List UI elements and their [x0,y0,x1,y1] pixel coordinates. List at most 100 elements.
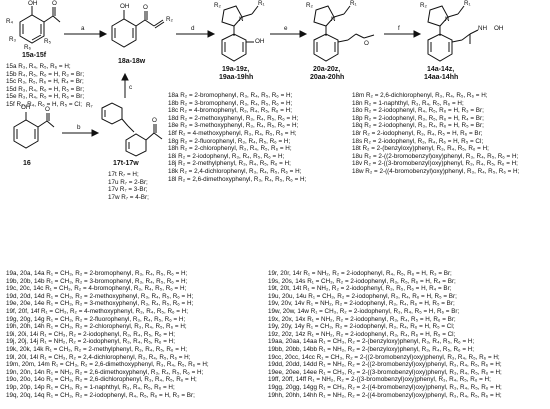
atom-label-o-18: O [143,4,148,11]
list-item: 19m, 20m, 14m R₁ = CH₃, R₂ = 2,6-dimetho… [6,361,209,369]
list-item: 18l R₂ = 2,6-dimethoxyphenyl, R₃, R₄, R₅… [168,175,307,183]
list-item: 19l, 20l, 14l R₁ = CH₃, R₂ = 2,4-dichlor… [6,353,191,361]
list-item: 17u R₇ = 2-Br; [108,178,148,186]
list-item: 19f, 20f, 14f R₁ = CH₃, R₂ = 4-methoxyph… [6,307,189,315]
list-19-left: 19a, 20a, 14a R₁ = CH₃, R₂ = 2-bromophen… [6,270,209,399]
atom-label-r1-19: R₁ [258,0,265,7]
compound-label-15: 15a-15f [22,52,47,59]
atom-label-r2-18: R₂ [166,16,173,23]
list-item: 17v R₇ = 3-Br; [108,186,148,194]
list-item: 19d, 20d, 14d R₁ = CH₃, R₂ = 2-methoxyph… [6,292,194,300]
atom-label-r2-20: R₂ [306,2,313,9]
list-item: 18s R₂ = 2-iodophenyl, R₃, R₄, R₆ = H, R… [352,137,484,145]
list-19-right: 19r, 20r, 14r R₁ = NH₂, R₂ = 2-iodopheny… [268,270,502,399]
compound-label-16: 16 [23,160,31,167]
atom-label-n-20: N [331,16,336,23]
arrow-label-d: d [191,25,195,32]
compound-label-20b: 20aa-20hh [310,74,345,81]
list-item: 18w R₂ = 2-((4-bromobenzyl)oxy)phenyl, R… [352,167,520,175]
atom-label-r3: R₃ [9,36,17,43]
structure-16 [13,112,55,149]
list-item: 18e R₂ = 3-methoxyphenyl, R₃, R₄, R₅, R₆… [168,122,299,130]
atom-label-n-14: N [445,16,450,23]
compound-label-19b: 19aa-19hh [219,74,254,81]
list-item: 15d R₃, R₄, R₆ = H, R₅ = Br; [6,85,85,93]
list-item: 19t, 20t, 14t R₁ = NH₂, R₂ = 2-iodopheny… [268,285,452,293]
list-item: 19n, 20n, 14n R₁ = NH₂, R₂ = 2,6-dimetho… [6,368,204,376]
structure-20 [313,5,375,62]
list-item: 17t R₇ = H; [108,171,139,178]
list-item: 18o R₂ = 2-iodophenyl, R₄, R₅, R₆ = H, R… [352,107,484,115]
atom-label-n-19: N [239,16,244,23]
atom-label-o-17: O [152,117,157,124]
atom-label-r4: R₄ [6,18,14,25]
list-item: 18j R₂ = 2-methylphenyl, R₃, R₄, R₅, R₆ … [168,160,291,168]
list-item: 18h R₂ = 2-chlorophenyl, R₃, R₄, R₅, R₆ … [168,145,292,153]
compound-label-14: 14a-14z, [427,66,455,73]
list-17: 17t R₇ = H; 17u R₇ = 2-Br; 17v R₇ = 3-Br… [108,171,149,201]
atom-label-oh: OH [28,0,38,7]
list-item: 19ee, 20ee, 14ee R₁ = CH₃, R₂ = 2-((3-br… [268,368,502,376]
list-item: 19b, 20b, 14b R₁ = CH₃, R₂ = 3-bromophen… [6,277,188,285]
structure-14 [427,5,479,62]
list-item: 18p R₂ = 2-iodophenyl, R₃, R₅, R₆ = H, R… [352,114,484,122]
list-15: 15a R₃, R₄, R₅, R₆ = H; 15b R₄, R₅, R₆ =… [6,63,84,109]
list-item: 19ff, 20ff, 14ff R₁ = NH₂, R₂ = 2-((3-br… [268,376,491,384]
structure-19 [221,5,259,62]
atom-label-r1-20: R₁ [350,0,357,7]
list-item: 19i, 20i, 14i R₁ = CH₃, R₂ = 2-iodopheny… [6,330,176,338]
list-item: 19v, 20v, 14v R₁ = NH₂, R₂ = 2-iodopheny… [268,300,455,308]
list-item: 18b R₂ = 3-bromophenyl, R₃, R₄, R₅, R₆ =… [168,99,293,107]
list-item: 18c R₂ = 4-bromophenyl, R₃, R₄, R₅, R₆ =… [168,107,292,115]
list-item: 18u R₂ = 2-((2-bromobenzyl)oxy)phenyl, R… [352,152,519,160]
list-item: 18n R₂ = 1-naphthyl, R₃, R₄, R₅, R₆ = H; [352,99,464,107]
list-item: 18k R₂ = 2,4-dichlorophenyl, R₃, R₄, R₅,… [168,167,302,175]
list-18-right: 18m R₂ = 2,6-dichlorophenyl, R₃, R₄, R₅,… [352,92,519,176]
structure-18 [111,10,165,48]
list-item: 19p, 20p, 14p R₁ = CH₃, R₂ = 1-naphthyl,… [6,383,175,391]
arrow-label-a: a [81,25,85,32]
list-item: 19e, 20e, 14e R₁ = CH₃, R₂ = 3-methoxyph… [6,300,194,308]
list-item: 15f R₃, R₄, R₆ = H, R₅ = Cl; [6,100,82,108]
list-item: 18v R₂ = 2-((3-bromobenzyl)oxy)phenyl, R… [352,160,518,168]
list-item: 19o, 20o, 14o R₁ = CH₃, R₂ = 2,6-dichlor… [6,376,197,384]
arrow-label-c: c [129,84,133,91]
arrow-label-f: f [398,25,400,32]
atom-label-r1-14: R₁ [464,0,471,7]
atom-label-r7-17: R₇ [86,102,93,109]
list-item: 18g R₂ = 2-fluorophenyl, R₃, R₄, R₅, R₆ … [168,137,291,145]
list-item: 19cc, 20cc, 14cc R₁ = CH₃, R₂ = 2-((2-br… [268,353,500,361]
list-item: 19k, 20k, 14k R₁ = CH₃, R₂ = 2-methylphe… [6,345,187,353]
list-item: 19aa, 20aa, 14aa R₁ = CH₃, R₂ = 2-(benzy… [268,338,475,346]
atom-label-oh-16: OH [21,104,31,111]
atom-label-r5: R₅ [44,38,52,45]
structure-17 [101,102,163,157]
list-item: 19s, 20s, 14s R₁ = CH₃, R₂ = 2-iodopheny… [268,277,456,285]
list-item: 18a R₂ = 2-bromophenyl, R₃, R₄, R₅, R₆ =… [168,92,293,99]
list-item: 19x, 20x, 14x R₁ = NH₂, R₂ = 2-iodopheny… [268,315,456,323]
list-item: 19j, 20j, 14j R₁ = NH₂, R₂ = 2-iodopheny… [6,338,175,346]
compound-label-17: 17t-17w [113,160,139,167]
compound-label-19: 19a-19z, [222,66,250,73]
list-item: 19a, 20a, 14a R₁ = CH₃, R₂ = 2-bromophen… [6,270,188,277]
atom-label-nh-14: NH [478,25,488,32]
list-item: 19w, 20w, 14w R₁ = CH₃, R₂ = 2-iodopheny… [268,307,460,315]
arrow-label-e: e [284,25,288,32]
list-item: 18m R₂ = 2,6-dichlorophenyl, R₃, R₄, R₅,… [352,92,488,99]
list-item: 19g, 20g, 14g R₁ = CH₃, R₂ = 2-fluorophe… [6,315,186,323]
list-item: 18i R₂ = 2-iodophenyl, R₃, R₄, R₅, R₆ = … [168,152,285,160]
list-item: 19gg, 20gg, 14gg R₁ = CH₃, R₂ = 2-((4-br… [268,383,502,391]
list-item: 19c, 20c, 14c R₁ = CH₃, R₂ = 4-bromophen… [6,285,187,293]
reaction-arrows [62,30,422,137]
atom-label-o-16: O [45,106,50,113]
list-item: 18f R₂ = 4-methoxyphenyl, R₃, R₄, R₅, R₆… [168,129,297,137]
atom-label-oh-18: OH [120,3,130,10]
list-item: 19u, 20u, 14u R₁ = CH₃, R₂ = 2-iodopheny… [268,292,457,300]
list-item: 19r, 20r, 14r R₁ = NH₂, R₂ = 2-iodopheny… [268,270,452,277]
list-item: 19dd, 20dd, 14dd R₁ = NH₂, R₂ = 2-((2-br… [268,361,502,369]
list-item: 18r R₂ = 2-iodophenyl, R₃, R₄, R₅ = H, R… [352,129,483,137]
compound-label-14b: 14aa-14hh [424,74,459,81]
arrow-label-b: b [77,124,81,131]
